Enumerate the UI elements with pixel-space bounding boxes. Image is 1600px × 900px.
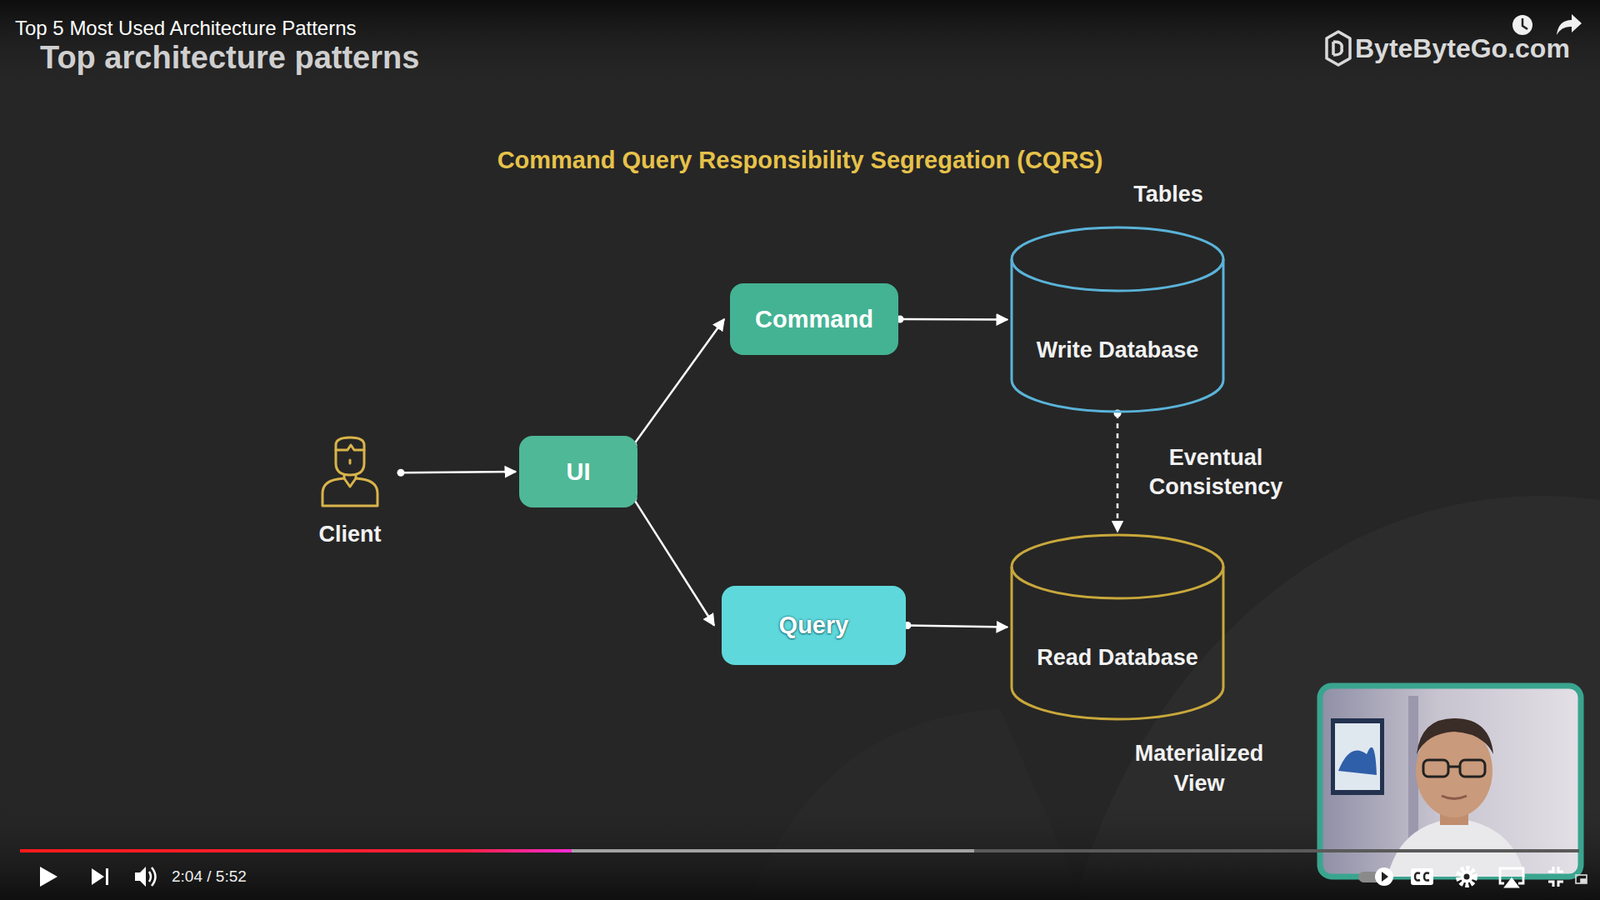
cylinder-outline bbox=[1010, 225, 1225, 414]
person-icon bbox=[317, 435, 383, 509]
next-icon bbox=[91, 868, 105, 885]
box-text: UI bbox=[566, 458, 591, 486]
slide-heading: Top architecture patterns bbox=[40, 40, 420, 75]
top-shade bbox=[0, 0, 1600, 92]
autoplay-toggle bbox=[1358, 867, 1394, 886]
progress-track bbox=[20, 849, 1580, 853]
connector-line bbox=[400, 471, 516, 473]
ui-box: UI bbox=[519, 435, 638, 508]
connector-line bbox=[633, 319, 725, 445]
dashed-connector-line bbox=[1116, 413, 1120, 532]
client-actor: Client bbox=[304, 431, 396, 553]
connector bbox=[896, 315, 1009, 324]
time-display: 2:04 / 5:52 bbox=[171, 866, 247, 887]
database-cylinder: Read Database bbox=[1010, 533, 1225, 721]
cast-icon bbox=[1500, 868, 1524, 887]
presenter-thumbnail bbox=[1320, 685, 1581, 877]
settings-icon bbox=[1458, 868, 1475, 885]
cylinder-body bbox=[1011, 259, 1224, 412]
command-box: Command bbox=[730, 283, 899, 355]
progress-buffer bbox=[20, 849, 975, 853]
connector bbox=[1114, 410, 1122, 533]
connector bbox=[904, 621, 1009, 630]
cylinder-top bbox=[1011, 535, 1224, 599]
connector-dot bbox=[397, 469, 405, 477]
database-text: Read Database bbox=[1010, 645, 1225, 671]
annotation: Tables bbox=[1101, 180, 1235, 209]
cylinder-top bbox=[1011, 227, 1224, 291]
progress-played bbox=[20, 849, 572, 853]
captions-icon bbox=[1410, 868, 1434, 885]
play-icon bbox=[40, 866, 58, 887]
person-icon-part bbox=[344, 475, 356, 479]
next-icon-bar bbox=[105, 868, 109, 885]
connector bbox=[397, 469, 517, 477]
box-text: Command bbox=[755, 305, 874, 334]
share-icon bbox=[1556, 14, 1582, 35]
cylinder-body bbox=[1011, 566, 1224, 720]
miniplayer-icon bbox=[1575, 875, 1587, 884]
connector bbox=[630, 494, 715, 625]
logo-icon bbox=[1326, 31, 1350, 65]
edge-label: Eventual Consistency bbox=[1139, 441, 1293, 504]
box-text: Query bbox=[779, 611, 850, 640]
volume-icon bbox=[135, 866, 156, 887]
person-icon-part bbox=[349, 460, 352, 464]
watch-later-icon bbox=[1512, 15, 1533, 35]
annotation: Materialized View bbox=[1120, 738, 1279, 799]
video-title: Top 5 Most Used Architecture Patterns bbox=[15, 16, 357, 40]
connector-line bbox=[907, 625, 1008, 628]
exit-fullscreen-icon bbox=[1548, 866, 1564, 887]
connector-line bbox=[900, 318, 1008, 321]
person-icon-part bbox=[322, 478, 378, 506]
person-icon-part bbox=[335, 445, 365, 450]
logo-text: ByteByteGo.com bbox=[1355, 33, 1570, 64]
database-text: Write Database bbox=[1010, 337, 1225, 364]
database-cylinder: Write Database bbox=[1010, 225, 1225, 414]
cylinder-outline bbox=[1010, 533, 1225, 721]
connector-line bbox=[633, 498, 715, 626]
diagram-title: Command Query Responsibility Segregation… bbox=[300, 145, 1300, 175]
actor-label: Client bbox=[304, 521, 396, 548]
query-box: Query bbox=[721, 585, 906, 665]
connector bbox=[630, 319, 725, 450]
person-icon-part bbox=[335, 437, 365, 475]
